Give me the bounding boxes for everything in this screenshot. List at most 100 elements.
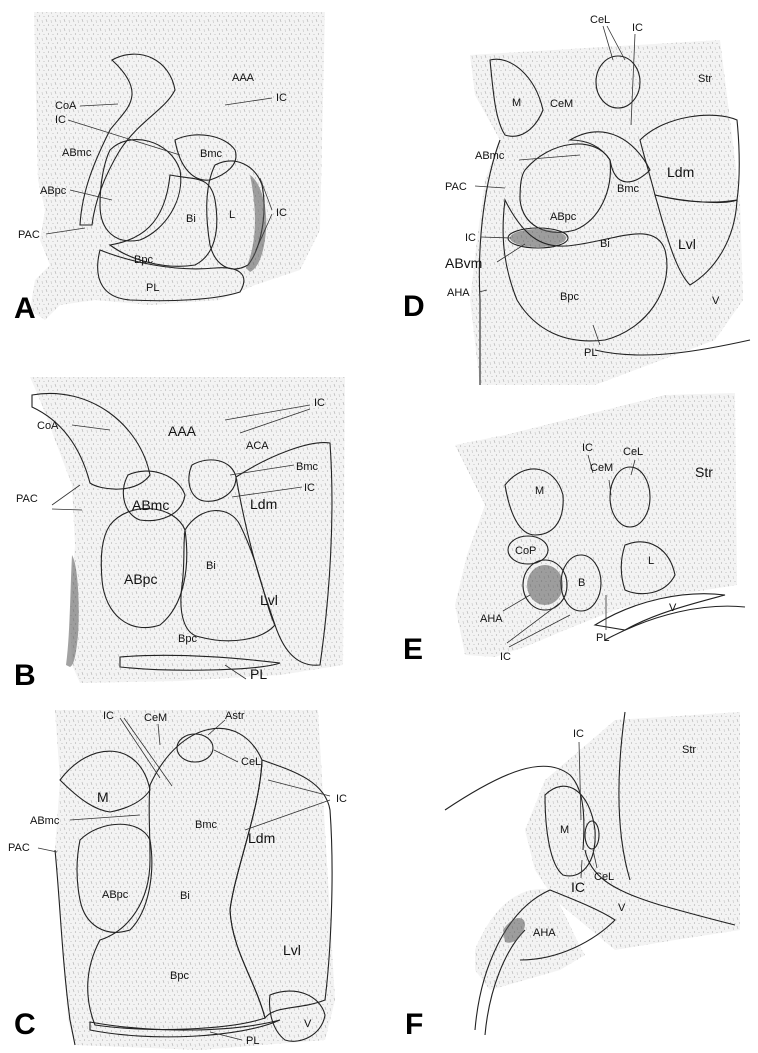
panel-b-label-bi: Bi	[206, 560, 216, 572]
panel-c-label-m: M	[97, 790, 109, 805]
panel-a-label-abmc: ABmc	[62, 147, 91, 159]
panel-e-label-pl: PL	[596, 632, 609, 644]
panel-c-drawing	[0, 700, 370, 1053]
panel-a-label-abpc: ABpc	[40, 185, 66, 197]
panel-d-label-cel: CeL	[590, 14, 610, 26]
panel-f-label-cel: CeL	[594, 871, 614, 883]
panel-c-label-ic-top: IC	[103, 710, 114, 722]
panel-b-label-lvl: Lvl	[260, 593, 278, 608]
panel-d-label-abvm: ABvm	[445, 256, 482, 271]
panel-b-label-aca: ACA	[246, 440, 269, 452]
panel-e-label-cel: CeL	[623, 446, 643, 458]
panel-e-label-aha: AHA	[480, 613, 503, 625]
panel-c-label-abmc: ABmc	[30, 815, 59, 827]
panel-c-label-bpc: Bpc	[170, 970, 189, 982]
panel-c-label-astr: Astr	[225, 710, 245, 722]
panel-a-label-ic-right: IC	[276, 207, 287, 219]
panel-b-label-bmc: Bmc	[296, 461, 318, 473]
panel-d: CeL IC Str M CeM ABmc Ldm PAC Bmc ABpc I…	[385, 0, 758, 385]
panel-c-label-pac: PAC	[8, 842, 30, 854]
panel-f-label-aha: AHA	[533, 927, 556, 939]
panel-a-label-pac: PAC	[18, 229, 40, 241]
panel-a-label-bmc: Bmc	[200, 148, 222, 160]
panel-a-label-ic-left: IC	[55, 114, 66, 126]
panel-f-label-v: V	[618, 902, 625, 914]
panel-e-label-ic-bottom: IC	[500, 651, 511, 663]
panel-d-label-pac: PAC	[445, 181, 467, 193]
panel-c-tissue	[55, 710, 335, 1050]
panel-d-abvm-dark	[510, 229, 566, 247]
panel-d-letter: D	[403, 292, 425, 322]
panel-b-label-pl: PL	[250, 667, 267, 682]
panel-e-drawing	[385, 385, 758, 690]
panel-e-label-str: Str	[695, 465, 713, 480]
panel-f-letter: F	[405, 1010, 423, 1040]
panel-c-label-pl: PL	[246, 1035, 259, 1047]
panel-b-label-ic: IC	[314, 397, 325, 409]
panel-f-drawing	[385, 700, 758, 1053]
panel-a-label-ic-top: IC	[276, 92, 287, 104]
panel-d-label-abpc: ABpc	[550, 211, 576, 223]
panel-f-label-m: M	[560, 824, 569, 836]
panel-a: AAA IC CoA IC ABmc Bmc ABpc Bi L IC PAC …	[0, 0, 370, 345]
panel-c-label-cem: CeM	[144, 712, 167, 724]
panel-c-letter: C	[14, 1010, 36, 1040]
panel-c-label-cel: CeL	[241, 756, 261, 768]
panel-f-label-ic-top: IC	[573, 728, 584, 740]
panel-b-letter: B	[14, 661, 36, 691]
panel-b-label-aaa: AAA	[168, 424, 196, 439]
panel-a-tissue	[30, 12, 325, 320]
panel-c-label-v: V	[304, 1018, 311, 1030]
panel-d-label-ic-top: IC	[632, 22, 643, 34]
panel-d-label-abmc: ABmc	[475, 150, 504, 162]
panel-a-drawing	[0, 0, 370, 345]
panel-b: IC AAA ACA CoA Bmc IC ABmc Ldm PAC ABpc …	[0, 365, 370, 695]
panel-c-pac-leader	[38, 848, 57, 852]
panel-d-label-aha: AHA	[447, 287, 470, 299]
panel-c-label-abpc: ABpc	[102, 889, 128, 901]
panel-e-aha-dark	[527, 565, 563, 605]
panel-b-label-abmc: ABmc	[132, 498, 169, 513]
panel-c-label-ic-right: IC	[336, 793, 347, 805]
panel-b-label-ldm: Ldm	[250, 497, 277, 512]
panel-e: IC CeL CeM Str M CoP L B V AHA PL IC E	[385, 385, 758, 690]
panel-e-label-v: V	[669, 602, 676, 614]
panel-f-label-str: Str	[682, 744, 696, 756]
panel-d-label-ldm: Ldm	[667, 165, 694, 180]
panel-d-label-cem: CeM	[550, 98, 573, 110]
panel-d-label-pl: PL	[584, 347, 597, 359]
panel-e-letter: E	[403, 635, 423, 665]
panel-e-label-cem: CeM	[590, 462, 613, 474]
panel-b-label-ic2: IC	[304, 482, 315, 494]
panel-d-label-m: M	[512, 97, 521, 109]
panel-a-label-bpc: Bpc	[134, 254, 153, 266]
panel-b-label-bpc: Bpc	[178, 633, 197, 645]
panel-d-label-bi: Bi	[600, 238, 610, 250]
panel-d-label-lvl: Lvl	[678, 237, 696, 252]
panel-f: IC Str M CeL IC V AHA F	[385, 700, 758, 1053]
panel-b-label-coa: CoA	[37, 420, 58, 432]
panel-c-label-bmc: Bmc	[195, 819, 217, 831]
panel-a-letter: A	[14, 294, 36, 324]
panel-a-label-pl: PL	[146, 282, 159, 294]
panel-d-label-v: V	[712, 295, 719, 307]
panel-a-label-l: L	[229, 209, 235, 221]
panel-b-label-abpc: ABpc	[124, 572, 157, 587]
panel-b-drawing	[0, 365, 370, 695]
panel-d-drawing	[385, 0, 758, 385]
panel-d-label-str: Str	[698, 73, 712, 85]
panel-c-label-lvl: Lvl	[283, 943, 301, 958]
panel-d-label-bmc: Bmc	[617, 183, 639, 195]
panel-c: IC CeM Astr CeL M IC ABmc Bmc Ldm PAC AB…	[0, 700, 370, 1053]
panel-a-label-coa: CoA	[55, 100, 76, 112]
panel-c-label-ldm: Ldm	[248, 831, 275, 846]
panel-e-label-cop: CoP	[515, 545, 536, 557]
panel-d-label-bpc: Bpc	[560, 291, 579, 303]
panel-e-label-m: M	[535, 485, 544, 497]
panel-a-label-bi: Bi	[186, 213, 196, 225]
panel-d-tissue	[470, 40, 743, 385]
panel-e-label-l: L	[648, 555, 654, 567]
panel-c-label-bi: Bi	[180, 890, 190, 902]
panel-b-label-pac: PAC	[16, 493, 38, 505]
panel-e-label-b: B	[578, 577, 585, 589]
